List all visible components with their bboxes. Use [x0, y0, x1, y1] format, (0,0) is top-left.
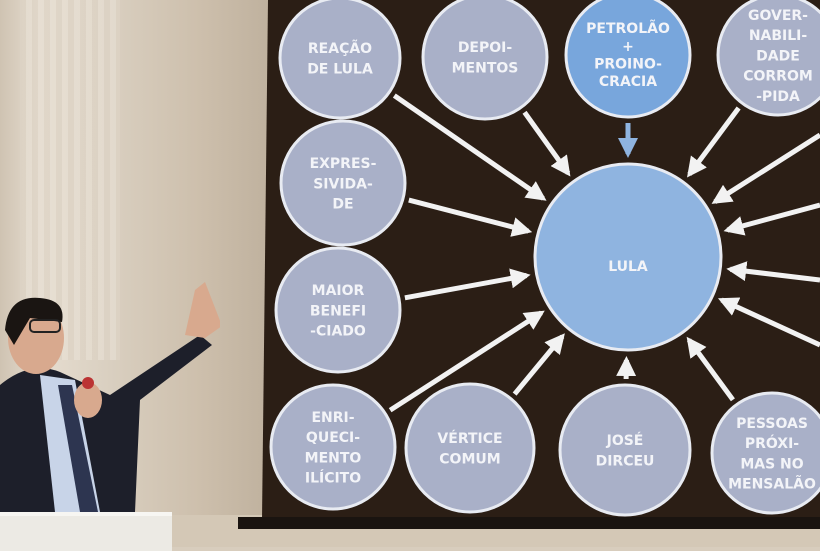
node-label: MAIOR — [312, 283, 365, 299]
podium — [0, 512, 172, 551]
node-label: QUECI- — [306, 430, 360, 446]
node-label: CORROM — [743, 69, 813, 85]
node-label: COMUM — [439, 451, 500, 467]
node-label: LULA — [608, 259, 648, 275]
node-label: PESSOAS — [736, 416, 808, 432]
microphone-icon — [82, 377, 94, 389]
node-label: PRÓXI- — [745, 434, 799, 452]
node-circle: JOSÉ DIRCEU — [560, 385, 690, 515]
node-label: MENTOS — [452, 60, 519, 76]
node-circle: EXPRES- SIVIDA- DE — [281, 121, 405, 245]
presenter-hand — [185, 282, 220, 338]
node-label: ENRI- — [311, 410, 354, 426]
node-circle: REAÇÃO DE LULA — [280, 0, 400, 118]
node-label: GOVER- — [748, 8, 808, 24]
node-label: MENTO — [305, 450, 362, 466]
node-label: REAÇÃO — [308, 40, 372, 57]
node-label: MAS NO — [740, 456, 803, 472]
center-node-lula: LULA — [535, 164, 721, 350]
node-label: PETROLÃO — [586, 20, 670, 37]
node-label: SIVIDA- — [313, 176, 373, 192]
presenter — [0, 0, 220, 547]
node-circle: DEPOI- MENTOS — [423, 0, 547, 119]
node-label: BENEFI — [310, 303, 366, 319]
node-circle: ENRI- QUECI- MENTO ILÍCITO — [271, 385, 395, 509]
node-label: JOSÉ — [606, 432, 644, 449]
node-label: -PIDA — [756, 89, 800, 105]
node-label: DADE — [756, 48, 800, 64]
node-label: MENSALÃO — [728, 476, 816, 493]
screen-bar — [238, 517, 820, 529]
node-label: DE LULA — [307, 61, 373, 77]
node-label: DIRCEU — [596, 453, 655, 469]
node-circle: PESSOAS PRÓXI- MAS NO MENSALÃO — [712, 393, 820, 513]
node-label: NABILI- — [749, 28, 808, 44]
node-label: PROINO- — [594, 56, 662, 72]
node-circle: PETROLÃO +PROINO- CRACIA — [566, 0, 690, 117]
node-label: -CIADO — [310, 324, 366, 340]
node-circle: MAIOR BENEFI -CIADO — [276, 248, 400, 372]
node-label: + — [622, 39, 634, 55]
node-label: DE — [332, 197, 353, 213]
node-label: CRACIA — [599, 74, 657, 90]
node-label: VÉRTICE — [437, 430, 502, 447]
node-label: EXPRES- — [310, 156, 377, 172]
node-label: ILÍCITO — [305, 470, 361, 487]
node-circle: VÉRTICE COMUM — [406, 384, 534, 512]
node-label: DEPOI- — [458, 40, 513, 56]
